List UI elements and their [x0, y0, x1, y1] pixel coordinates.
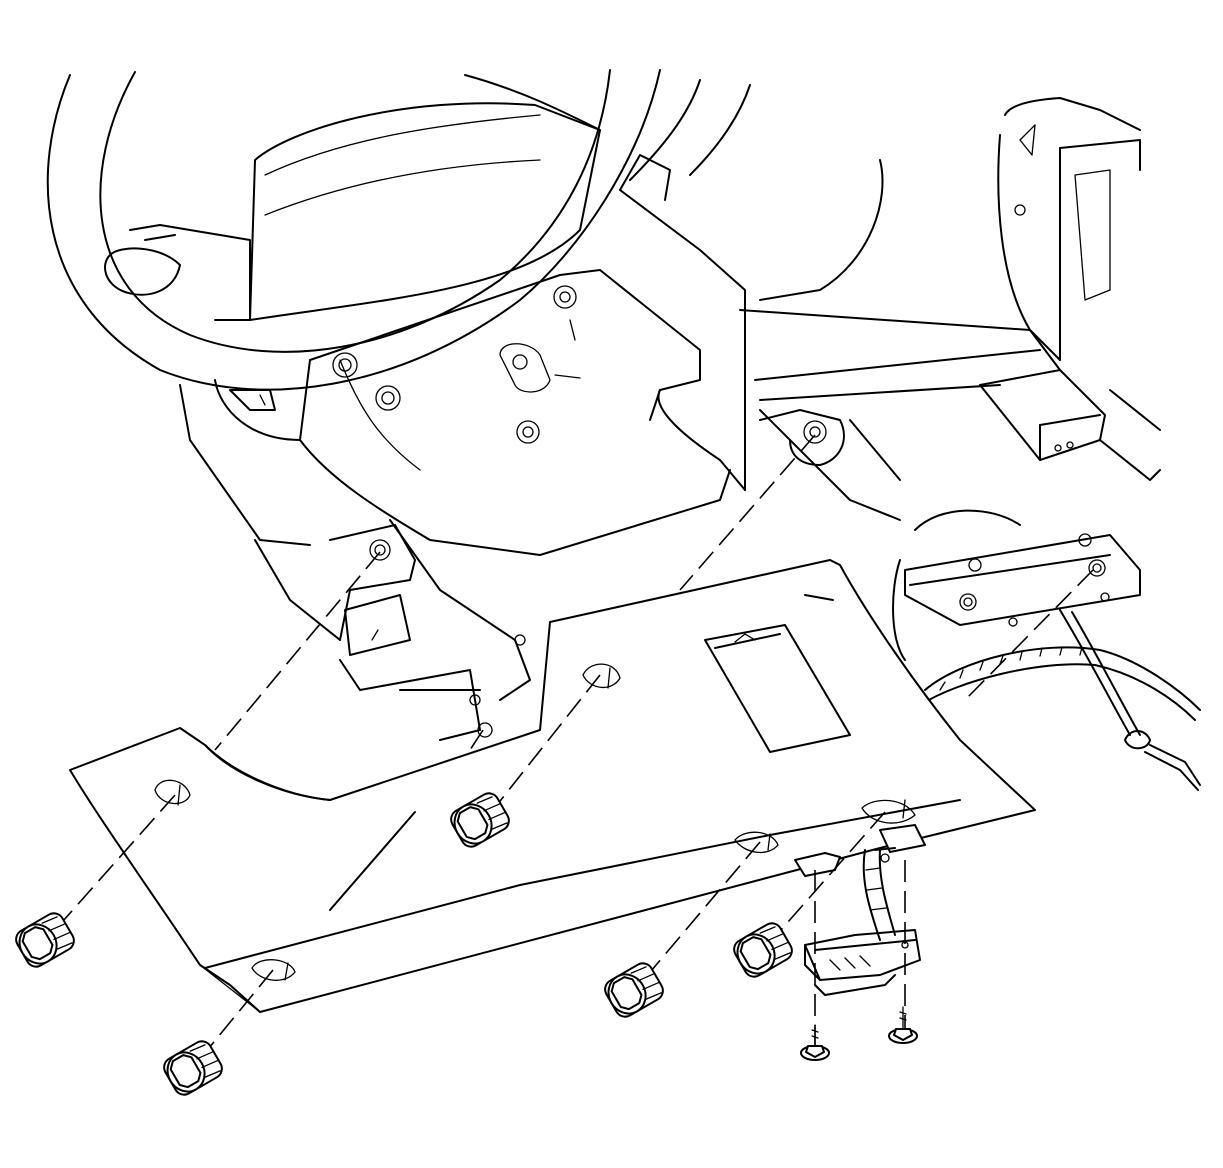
panel-hole-5	[861, 799, 916, 824]
bolt-5	[733, 922, 793, 978]
knee-bolster-panel	[69, 559, 1036, 1013]
panel-hole-3	[251, 959, 296, 981]
column-bolt-4	[516, 420, 540, 444]
wiring-harness	[919, 609, 1201, 791]
steering-wheel	[46, 69, 751, 391]
instrument-panel-frame	[739, 97, 1161, 521]
bolt-1	[15, 912, 75, 968]
lower-bracket-left	[329, 519, 531, 741]
bolt-2	[450, 792, 510, 848]
lower-bracket-right	[759, 409, 1141, 661]
steering-column	[179, 154, 746, 641]
screw-2	[888, 1006, 918, 1044]
column-bolt-1	[332, 352, 358, 378]
bolt-3	[163, 1040, 223, 1096]
column-bolt-5	[553, 285, 577, 309]
bolt-4	[604, 962, 664, 1018]
panel-hole-1	[154, 779, 191, 805]
column-bolt-3	[499, 343, 551, 393]
connector-harness	[862, 849, 896, 941]
alignment-lines	[54, 434, 1094, 1066]
panel-hole-4	[734, 831, 779, 854]
screw-1	[800, 1024, 830, 1061]
column-bolt-2	[375, 385, 401, 411]
electrical-connector	[794, 824, 926, 996]
